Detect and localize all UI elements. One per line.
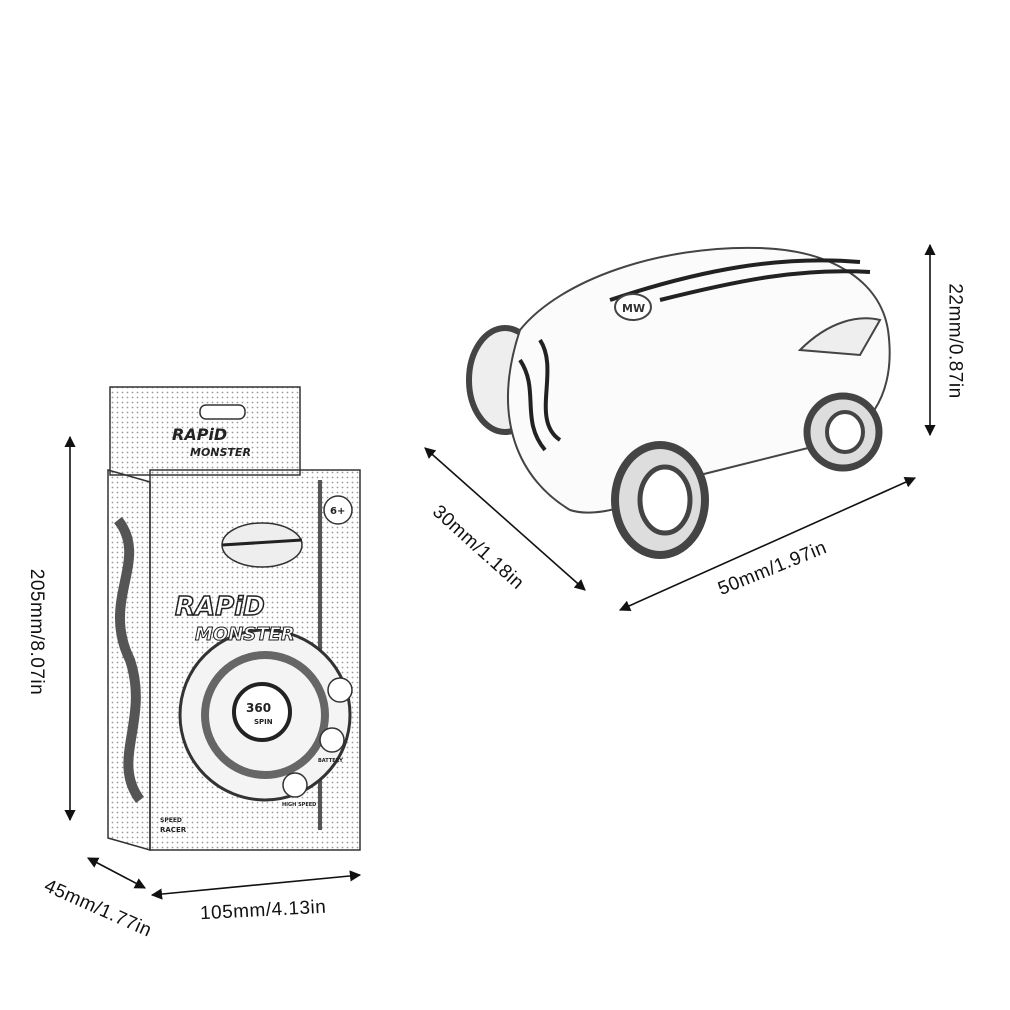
spin-sub-label: SPIN	[254, 718, 273, 726]
car-width-arrow	[424, 447, 586, 591]
speed-racer-line1: SPEED	[160, 817, 182, 824]
box-width-arrow	[150, 870, 362, 900]
hanger-brand-line2: MONSTER	[190, 446, 251, 459]
front-brand-line2: MONSTER	[195, 624, 295, 645]
age-badge: 6+	[330, 506, 345, 517]
hanger-brand-line1: RAPiD	[172, 425, 227, 444]
car-logo: MW	[622, 302, 645, 315]
speed-racer-line2: RACER	[160, 826, 187, 834]
car-length-arrow	[618, 477, 917, 611]
toy-car: MW	[466, 246, 891, 559]
box-height-label: 205mm/8.07in	[26, 568, 48, 696]
front-brand-line1: RAPiD	[175, 592, 265, 622]
car-logo-badge	[614, 293, 652, 321]
car-front-left-wheel	[611, 441, 709, 559]
box-depth-arrow	[87, 857, 146, 889]
package-box	[107, 386, 361, 851]
car-height-label: 22mm/0.87in	[944, 283, 966, 399]
high-speed-label: HIGH SPEED	[282, 802, 316, 808]
car-body	[507, 246, 891, 514]
box-hanger	[109, 386, 301, 476]
package-text: RAPiD MONSTER RAPiD MONSTER 6+ 360 SPIN …	[160, 425, 345, 834]
spin-label: 360	[246, 701, 271, 715]
battery-label: BATTERY	[318, 758, 343, 764]
car-rear-right-wheel	[803, 392, 883, 472]
